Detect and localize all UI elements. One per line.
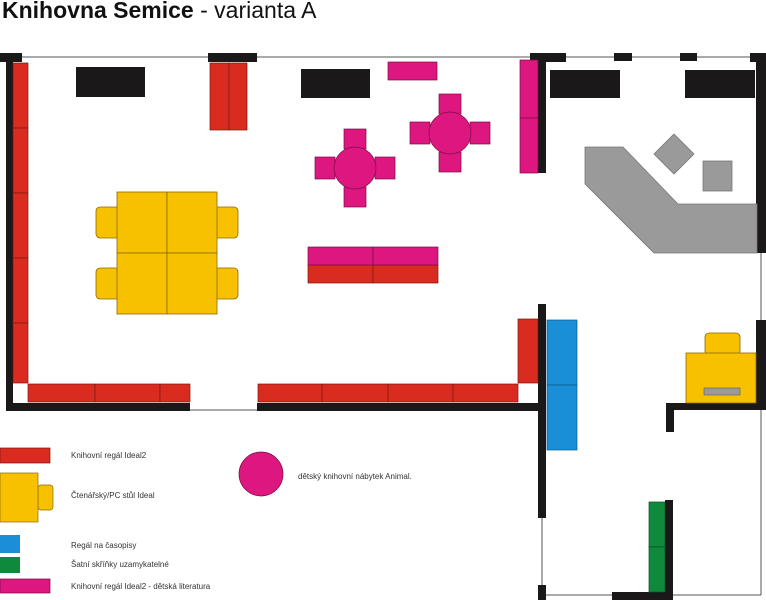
legend-blue-swatch — [0, 535, 20, 553]
reception-counter — [584, 133, 758, 254]
legend-label-animal: dětský knihovní nábytek Animal. — [298, 472, 412, 481]
legend-yellow-chair — [37, 484, 54, 511]
reading-tables — [95, 191, 239, 315]
black-cabinets — [76, 67, 755, 98]
legend-label-yellow: Čtenářský/PC stůl Ideal — [71, 491, 155, 500]
plan-title: Knihovna Semice - varianta A — [2, 0, 316, 24]
title-bold: Knihovna Semice — [2, 0, 194, 23]
red-shelves — [12, 62, 539, 403]
legend-label-green: Šatní skříňky uzamykatelné — [71, 560, 169, 569]
animal-table-2 — [409, 93, 491, 173]
animal-table-1 — [314, 128, 396, 208]
legend-label-magenta: Knihovní regál Ideal2 - dětská literatur… — [71, 582, 211, 591]
walls — [0, 53, 766, 600]
legend-green-swatch — [0, 557, 20, 573]
lockers — [648, 501, 666, 593]
title-variant: - varianta A — [193, 0, 317, 23]
magenta-shelves — [307, 59, 539, 266]
pc-desk — [685, 332, 757, 404]
legend-magenta-circle — [238, 451, 284, 497]
magazine-shelf — [546, 319, 578, 451]
legend: Knihovní regál Ideal2 Čtenářský/PC stůl … — [0, 447, 412, 594]
legend-label-blue: Regál na časopisy — [71, 541, 136, 550]
legend-yellow-swatch — [0, 472, 39, 523]
legend-magenta-swatch — [0, 578, 51, 594]
legend-label-red: Knihovní regál Ideal2 — [71, 451, 147, 460]
legend-red-swatch — [0, 447, 51, 464]
